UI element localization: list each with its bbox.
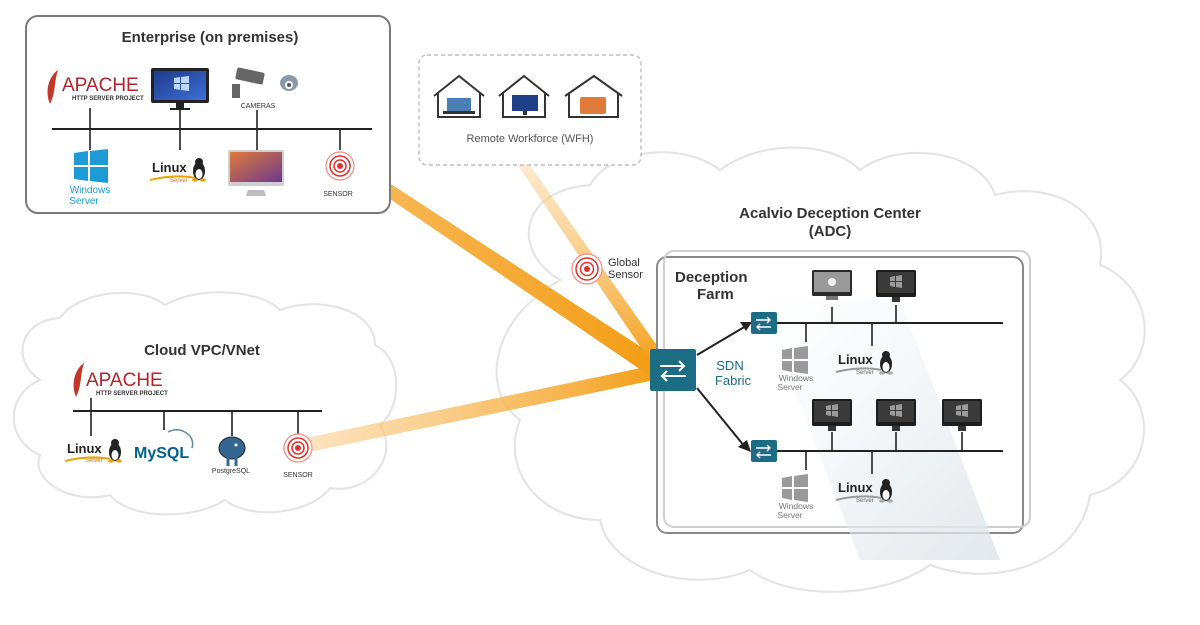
apache-feather-icon: [73, 363, 84, 397]
cloud-vpc: [12, 291, 398, 516]
cloud-apache-sub: HTTP SERVER PROJECT: [96, 391, 168, 397]
sdn-lower-switch-icon: [751, 440, 777, 462]
imac-icon: [228, 150, 284, 196]
sdn-line2: Fabric: [715, 373, 752, 388]
enterprise-box: [25, 15, 391, 214]
global-sensor-icon: [571, 253, 603, 285]
decoy-shadow: [760, 300, 1000, 560]
beam-cloud: [296, 364, 664, 454]
decoy-windows-server-icon: Windows Server: [777, 474, 813, 520]
postgres-label: PostgreSQL: [212, 468, 250, 475]
global-sensor-line1: Global: [608, 257, 640, 269]
tux-icon: [879, 351, 893, 375]
dolphin-icon: [167, 429, 194, 449]
decoy-windows-line2: Server: [777, 510, 802, 520]
sdn-main-switch-icon: [650, 349, 696, 391]
adc-title-line1: Acalvio Deception Center: [739, 205, 921, 222]
remote-label: Remote Workforce (WFH): [467, 133, 594, 145]
enterprise-sensor-label: SENSOR: [323, 191, 353, 198]
linux-sub: Server: [170, 178, 188, 184]
windows-label-line1: Windows: [70, 185, 111, 196]
decoy-windows-line2: Server: [777, 382, 802, 392]
decoy-desktop-icon: [942, 399, 982, 431]
decoy-linux-sub: Server: [856, 370, 874, 376]
global-sensor-line2: Sensor: [608, 269, 643, 281]
cloud-linux-server-icon: Linux Server: [64, 439, 122, 464]
cloud-apache-name: APACHE: [86, 370, 163, 391]
cloud-sensor-icon: [283, 433, 313, 463]
home-desktop-icon: [498, 74, 550, 118]
decoy-linux-name: Linux: [838, 352, 873, 367]
cameras-icon: CAMERAS: [232, 67, 298, 110]
adc-title-line2: (ADC): [809, 223, 852, 240]
home-tablet-icon: [564, 74, 623, 118]
enterprise-title: Enterprise (on premises): [122, 29, 299, 46]
cloud-title: Cloud VPC/VNet: [144, 342, 260, 359]
cameras-label: CAMERAS: [241, 103, 276, 110]
decoy-windows-line1: Windows: [779, 373, 813, 383]
decoy-desktop-icon: [812, 399, 852, 431]
sdn-upper-switch-icon: [751, 312, 777, 334]
decoy-linux-name: Linux: [838, 480, 873, 495]
decoy-windows-desktop-icon: [876, 270, 916, 302]
farm-title-line2: Farm: [697, 286, 734, 303]
mysql-logo: MySQL: [134, 429, 194, 462]
decoy-windows-line1: Windows: [779, 501, 813, 511]
arrow-upper-head: [740, 322, 752, 331]
decoy-linux-sub: Server: [856, 498, 874, 504]
tux-icon: [108, 439, 122, 463]
mysql-label: MySQL: [134, 445, 189, 462]
sensor-icon: [325, 151, 355, 181]
decoy-linux-server-icon: Linux Server: [835, 351, 893, 376]
apache-feather-icon: [47, 70, 58, 104]
sdn-line1: SDN: [716, 358, 743, 373]
desktop-monitor-icon: [151, 68, 209, 110]
cloud-apache-logo: APACHE HTTP SERVER PROJECT: [73, 363, 168, 397]
tux-icon: [192, 158, 206, 182]
windows-label-line2: Server: [69, 196, 99, 207]
beam-enterprise: [340, 160, 664, 376]
decoy-windows-server-icon: Windows Server: [777, 346, 813, 392]
apache-logo: APACHE HTTP SERVER PROJECT: [47, 70, 144, 104]
windows-server-icon: Windows Server: [69, 149, 110, 207]
decoy-desktop-icon: [876, 399, 916, 431]
tux-icon: [879, 479, 893, 503]
postgres-logo: PostgreSQL: [212, 436, 250, 475]
arrow-lower: [696, 387, 746, 448]
cloud-linux-name: Linux: [67, 441, 102, 456]
arrow-lower-head: [738, 440, 751, 452]
apache-name: APACHE: [62, 75, 139, 96]
farm-title-line1: Deception: [675, 269, 748, 286]
cloud-linux-sub: Server: [85, 458, 103, 464]
elephant-icon: [218, 436, 246, 466]
decoy-mac-icon: [812, 270, 852, 300]
cloud-sensor-label: SENSOR: [283, 472, 313, 479]
apache-sub: HTTP SERVER PROJECT: [72, 96, 144, 102]
linux-name: Linux: [152, 160, 187, 175]
home-laptop-icon: [433, 74, 485, 118]
decoy-linux-server-icon: Linux Server: [835, 479, 893, 504]
linux-server-icon: Linux Server: [149, 158, 206, 184]
arrow-upper: [696, 325, 747, 356]
